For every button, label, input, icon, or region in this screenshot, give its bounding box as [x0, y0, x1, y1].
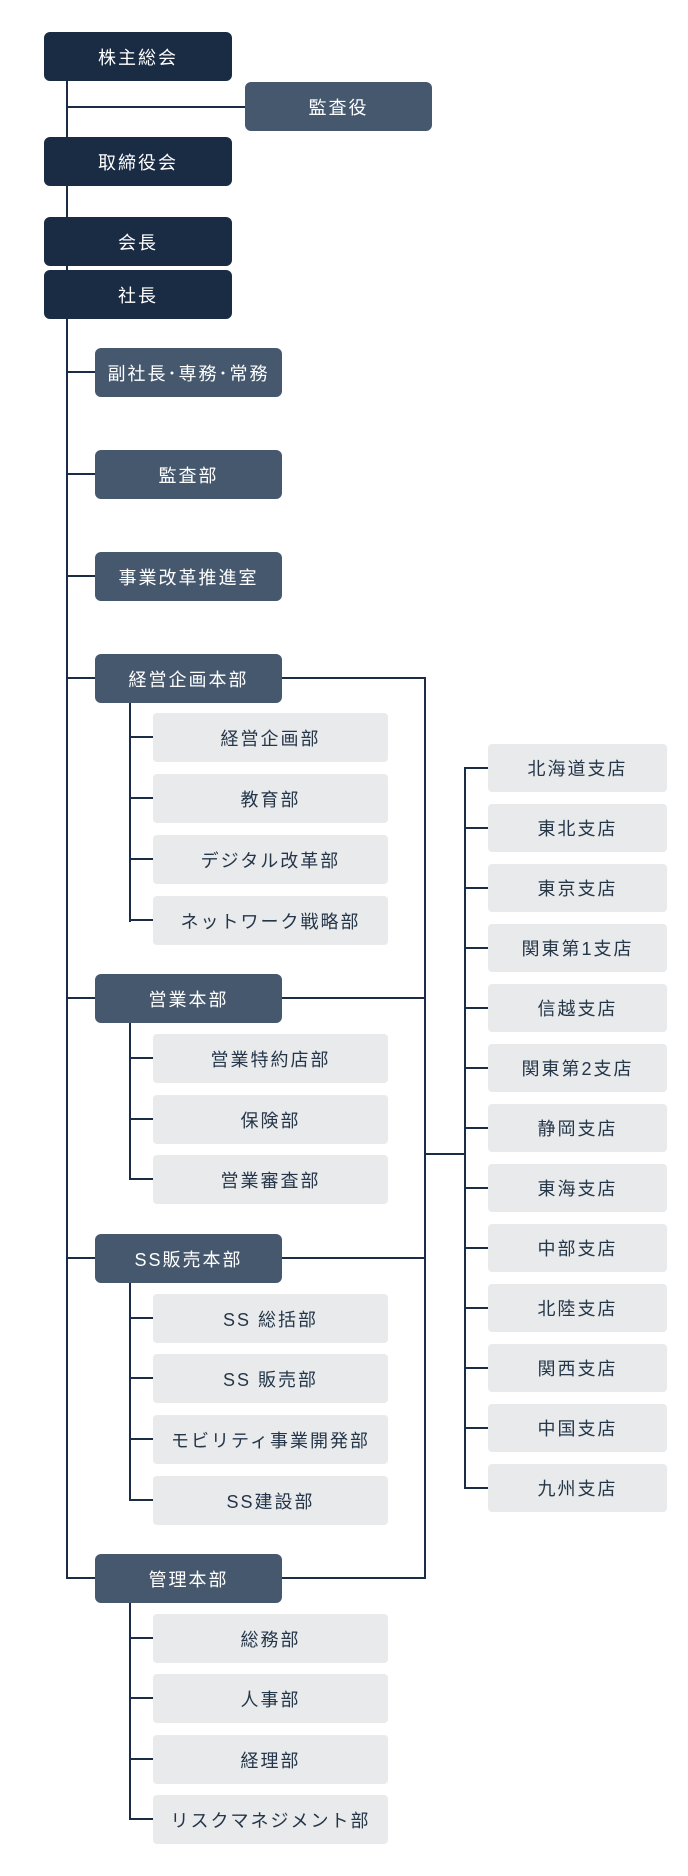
connector-line: [464, 1367, 488, 1369]
connector-line: [464, 1007, 488, 1009]
connector-line: [66, 575, 95, 577]
staff-node: 事業改革推進室: [95, 552, 282, 601]
connector-line: [282, 1257, 426, 1259]
department-node: リスクマネジメント部: [153, 1795, 388, 1844]
connector-line: [129, 1023, 131, 1180]
connector-line: [464, 1127, 488, 1129]
connector-line: [66, 106, 245, 108]
connector-line: [66, 81, 68, 1579]
department-node: SS 総括部: [153, 1294, 388, 1343]
branch-office-node: 関東第1支店: [488, 924, 667, 972]
connector-line: [464, 1487, 488, 1489]
connector-line: [129, 1317, 153, 1319]
connector-line: [129, 1758, 153, 1760]
top-level-node: 株主総会: [44, 32, 232, 81]
connector-line: [282, 677, 426, 679]
connector-line: [464, 947, 488, 949]
connector-line: [424, 677, 426, 1579]
connector-line: [282, 997, 426, 999]
department-node: 営業審査部: [153, 1155, 388, 1204]
department-node: 教育部: [153, 774, 388, 823]
connector-line: [129, 736, 153, 738]
connector-line: [464, 827, 488, 829]
connector-line: [66, 371, 95, 373]
connector-line: [66, 677, 95, 679]
department-node: ネットワーク戦略部: [153, 896, 388, 945]
connector-line: [66, 1577, 95, 1579]
staff-node: 監査部: [95, 450, 282, 499]
branch-office-node: 東京支店: [488, 864, 667, 912]
branch-office-node: 静岡支店: [488, 1104, 667, 1152]
top-level-node: 社長: [44, 270, 232, 319]
department-node: 人事部: [153, 1674, 388, 1723]
department-node: SS建設部: [153, 1476, 388, 1525]
connector-line: [129, 1438, 153, 1440]
connector-line: [129, 858, 153, 860]
connector-line: [129, 1637, 153, 1639]
department-node: SS 販売部: [153, 1354, 388, 1403]
department-node: 経営企画部: [153, 713, 388, 762]
connector-line: [282, 1577, 426, 1579]
connector-line: [129, 1697, 153, 1699]
branch-office-node: 信越支店: [488, 984, 667, 1032]
branch-office-node: 九州支店: [488, 1464, 667, 1512]
branch-office-node: 中部支店: [488, 1224, 667, 1272]
branch-office-node: 関東第2支店: [488, 1044, 667, 1092]
connector-line: [464, 767, 488, 769]
branch-office-node: 東北支店: [488, 804, 667, 852]
connector-line: [129, 703, 131, 922]
connector-line: [66, 997, 95, 999]
branch-office-node: 関西支店: [488, 1344, 667, 1392]
connector-line: [464, 887, 488, 889]
auditor-node: 監査役: [245, 82, 432, 131]
connector-line: [464, 1067, 488, 1069]
division-node: SS販売本部: [95, 1234, 282, 1283]
connector-line: [129, 1603, 131, 1820]
connector-line: [464, 1187, 488, 1189]
department-node: デジタル改革部: [153, 835, 388, 884]
connector-line: [464, 1427, 488, 1429]
connector-line: [129, 1499, 153, 1501]
connector-line: [66, 473, 95, 475]
connector-line: [129, 1057, 153, 1059]
connector-line: [129, 1377, 153, 1379]
department-node: 保険部: [153, 1095, 388, 1144]
branch-office-node: 北陸支店: [488, 1284, 667, 1332]
division-node: 経営企画本部: [95, 654, 282, 703]
top-level-node: 取締役会: [44, 137, 232, 186]
department-node: 経理部: [153, 1735, 388, 1784]
branch-office-node: 中国支店: [488, 1404, 667, 1452]
connector-line: [424, 1153, 466, 1155]
department-node: 営業特約店部: [153, 1034, 388, 1083]
branch-office-node: 東海支店: [488, 1164, 667, 1212]
connector-line: [129, 1818, 153, 1820]
division-node: 営業本部: [95, 974, 282, 1023]
department-node: モビリティ事業開発部: [153, 1415, 388, 1464]
division-node: 管理本部: [95, 1554, 282, 1603]
connector-line: [129, 1283, 131, 1501]
connector-line: [129, 1178, 153, 1180]
connector-line: [129, 919, 153, 921]
connector-line: [129, 797, 153, 799]
staff-node: 副社長･専務･常務: [95, 348, 282, 397]
connector-line: [129, 1118, 153, 1120]
connector-line: [464, 1247, 488, 1249]
connector-line: [464, 1307, 488, 1309]
top-level-node: 会長: [44, 217, 232, 266]
department-node: 総務部: [153, 1614, 388, 1663]
branch-office-node: 北海道支店: [488, 744, 667, 792]
connector-line: [66, 1257, 95, 1259]
